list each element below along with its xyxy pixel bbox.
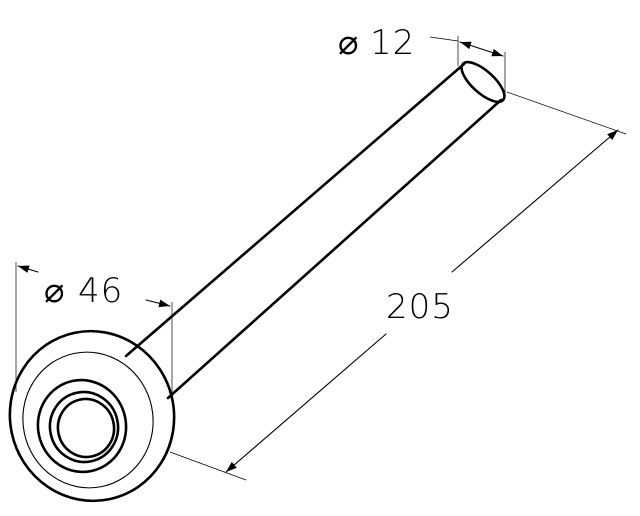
- hub-outer: [36, 378, 128, 474]
- dim-text-small-symbol: ⌀: [338, 23, 359, 63]
- dim-text-large-symbol: ⌀: [44, 271, 65, 311]
- dim-text-small-value: 12: [370, 23, 415, 63]
- dim-arrow-large-left: [17, 265, 39, 273]
- dim-line-length-upper: [451, 129, 619, 273]
- shaft-end-cap: [460, 60, 506, 104]
- hub-bore-inner: [56, 397, 116, 459]
- shaft-top-edge: [124, 62, 466, 358]
- shaft: [124, 60, 506, 400]
- flange-outer: [8, 329, 176, 503]
- dim-arrow-large-right: [145, 299, 171, 308]
- flange-inner-ring: [22, 351, 154, 489]
- ext-line-length-top: [506, 91, 627, 135]
- roller-head: [8, 329, 176, 503]
- dim-text-large-value: 46: [78, 271, 123, 311]
- hub-bore-outer: [48, 390, 120, 464]
- dim-text-length-value: 205: [386, 287, 454, 327]
- dimension-large-diameter: ⌀ 46: [15, 262, 173, 398]
- dimension-length: 205: [169, 91, 627, 481]
- leader-small: [429, 36, 459, 42]
- dim-line-length-lower: [225, 333, 387, 473]
- dimension-small-diameter: ⌀ 12: [338, 23, 506, 96]
- dim-line-small: [459, 41, 504, 57]
- ext-line-length-bottom: [169, 451, 247, 481]
- shaft-bottom-edge: [166, 98, 503, 400]
